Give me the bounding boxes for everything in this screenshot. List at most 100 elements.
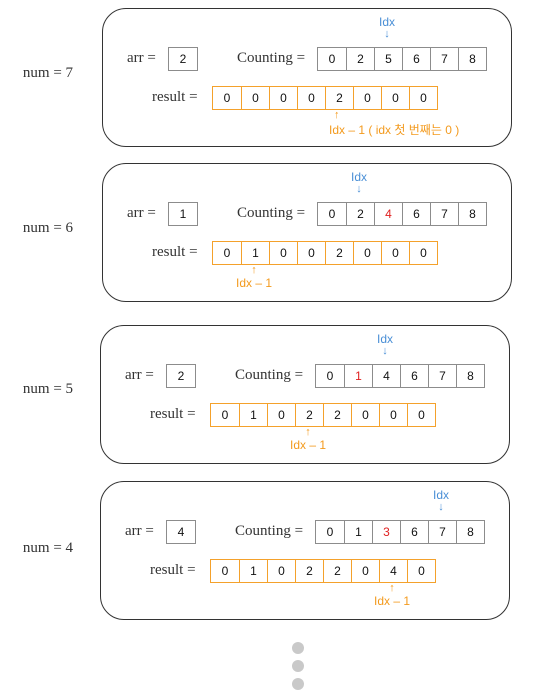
result-pointer: ↑Idx – 1 — [373, 582, 411, 609]
result-cell: 2 — [323, 404, 351, 426]
counting-cell: 2 — [346, 203, 374, 225]
result-cell: 0 — [407, 404, 435, 426]
idx-pointer: Idx↓ — [365, 332, 405, 357]
arr-label: arr = — [125, 367, 154, 383]
up-arrow-icon: ↑ — [305, 426, 311, 438]
up-arrow-icon: ↑ — [334, 109, 340, 121]
result-cell: 2 — [325, 87, 353, 109]
counting-cell: 0 — [316, 365, 344, 387]
counting-cell: 1 — [344, 365, 372, 387]
num-label: num = 5 — [22, 381, 74, 397]
result-pointer: ↑Idx – 1 — [235, 264, 273, 291]
counting-cell: 8 — [458, 48, 486, 70]
down-arrow-icon: ↓ — [356, 183, 362, 195]
result-cell: 2 — [295, 560, 323, 582]
result-cell: 1 — [239, 404, 267, 426]
result-pointer-label: Idx – 1 — [373, 594, 411, 608]
result-cell: 0 — [213, 87, 241, 109]
continuation-dot — [292, 678, 304, 690]
arr-value: 2 — [167, 365, 195, 387]
counting-cell: 6 — [400, 365, 428, 387]
counting-cell: 6 — [402, 48, 430, 70]
result-cell: 1 — [241, 242, 269, 264]
idx-pointer: Idx↓ — [339, 170, 379, 195]
counting-cell: 4 — [372, 365, 400, 387]
result-pointer-label: Idx – 1 — [289, 438, 327, 452]
result-cell: 0 — [351, 560, 379, 582]
result-label: result = — [150, 406, 196, 422]
counting-cell: 5 — [374, 48, 402, 70]
down-arrow-icon: ↓ — [438, 501, 444, 513]
result-cell: 0 — [269, 242, 297, 264]
counting-label: Counting = — [235, 523, 304, 539]
idx-label: Idx — [376, 332, 393, 346]
result-cell: 0 — [353, 87, 381, 109]
up-arrow-icon: ↑ — [389, 582, 395, 594]
result-cell: 4 — [379, 560, 407, 582]
result-cell: 0 — [241, 87, 269, 109]
counting-cell: 3 — [372, 521, 400, 543]
counting-cell: 8 — [458, 203, 486, 225]
counting-cell: 2 — [346, 48, 374, 70]
result-cell: 0 — [267, 560, 295, 582]
result-cell: 2 — [323, 560, 351, 582]
counting-cell: 6 — [402, 203, 430, 225]
arr-value: 1 — [169, 203, 197, 225]
result-cell: 0 — [407, 560, 435, 582]
result-cell: 0 — [297, 87, 325, 109]
idx-pointer: Idx↓ — [367, 15, 407, 40]
counting-cell: 1 — [344, 521, 372, 543]
result-cell: 2 — [295, 404, 323, 426]
result-cell: 2 — [325, 242, 353, 264]
result-cell: 0 — [211, 404, 239, 426]
down-arrow-icon: ↓ — [382, 345, 388, 357]
counting-cell: 0 — [318, 48, 346, 70]
result-label: result = — [150, 562, 196, 578]
arr-box: 1 — [168, 202, 198, 226]
counting-cell: 7 — [430, 203, 458, 225]
result-pointer: ↑Idx – 1 — [289, 426, 327, 453]
counting-cell: 6 — [400, 521, 428, 543]
result-cell: 1 — [239, 560, 267, 582]
result-cell: 0 — [379, 404, 407, 426]
result-cell: 0 — [381, 87, 409, 109]
counting-cell: 7 — [430, 48, 458, 70]
result-pointer-label: Idx – 1 ( idx 첫 번째는 0 ) — [329, 123, 460, 137]
result-cell: 0 — [351, 404, 379, 426]
arr-label: arr = — [127, 50, 156, 66]
counting-cell: 8 — [456, 365, 484, 387]
counting-label: Counting = — [237, 205, 306, 221]
arr-value: 4 — [167, 521, 195, 543]
result-cell: 0 — [409, 242, 437, 264]
result-cell: 0 — [269, 87, 297, 109]
counting-cell: 7 — [428, 365, 456, 387]
counting-cell: 0 — [318, 203, 346, 225]
idx-label: Idx — [432, 488, 449, 502]
result-label: result = — [152, 89, 198, 105]
counting-label: Counting = — [235, 367, 304, 383]
result-cell: 0 — [353, 242, 381, 264]
arr-box: 4 — [166, 520, 196, 544]
result-label: result = — [152, 244, 198, 260]
result-pointer-label: Idx – 1 — [235, 276, 273, 290]
idx-label: Idx — [350, 170, 367, 184]
idx-label: Idx — [378, 15, 395, 29]
counting-cell: 4 — [374, 203, 402, 225]
counting-cell: 7 — [428, 521, 456, 543]
result-cell: 0 — [381, 242, 409, 264]
result-pointer: ↑ Idx – 1 ( idx 첫 번째는 0 ) — [329, 110, 459, 138]
counting-cell: 8 — [456, 521, 484, 543]
up-arrow-icon: ↑ — [251, 264, 257, 276]
result-cell: 0 — [267, 404, 295, 426]
